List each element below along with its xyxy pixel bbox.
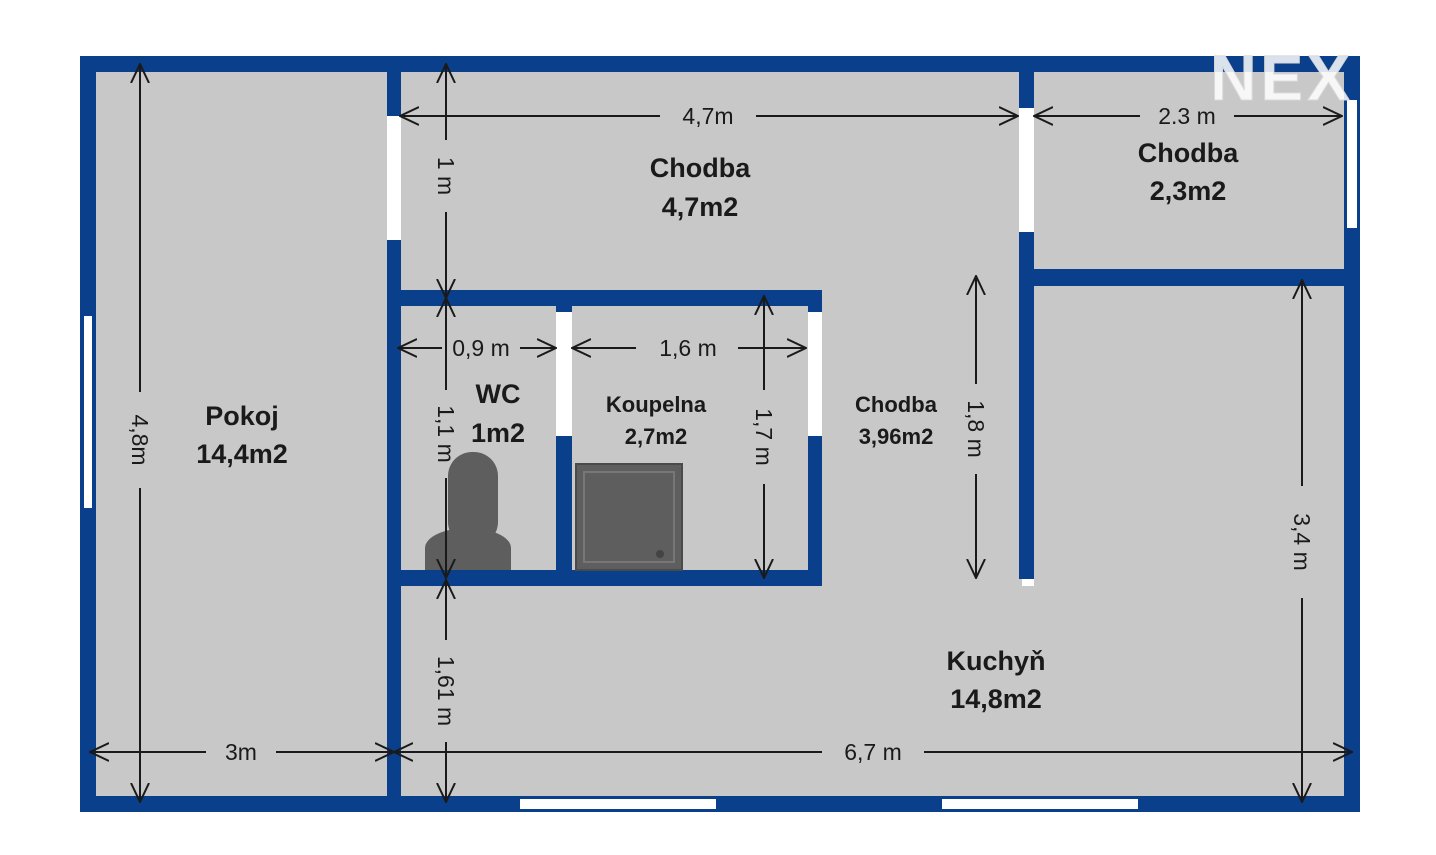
door-wc [556,312,572,436]
floors [96,72,1344,796]
bathtub-icon [575,463,683,571]
dim-koupelna-height: 1,7 m [751,408,777,466]
room-area-chodba-top: 4,7m2 [662,192,739,222]
wall-right [1344,56,1360,812]
room-area-chodba-middle: 3,96m2 [859,424,934,449]
room-area-chodba-small: 2,3m2 [1150,176,1227,206]
room-area-pokoj: 14,4m2 [196,439,288,469]
room-area-kuchyn: 14,8m2 [950,684,1042,714]
dim-chodba1-height: 1 m [433,157,459,195]
dimension-arrows [90,64,1352,802]
door-chodba-small-left [1019,108,1034,232]
wall-top [80,56,1360,72]
dimension-labels: 4,8m 3m 4,7m 1 m 2.3 m 0,9 m 1,1 m 1,6 m… [127,103,1315,765]
wall-bathroom-bottom [401,570,822,586]
window-bottom-1 [520,799,716,809]
room-name-pokoj: Pokoj [205,401,279,431]
room-name-chodba-middle: Chodba [855,392,938,417]
room-area-koupelna: 2,7m2 [625,424,687,449]
floor-chodba-middle [822,290,1022,590]
floor-kuchyn-right [1034,286,1344,590]
dim-kuchyn-left-height: 1,61 m [433,656,459,726]
room-area-wc: 1m2 [471,418,525,448]
door-koupelna [808,312,822,436]
dim-wc-width: 0,9 m [452,335,510,361]
wall-pokoj-divider [387,72,401,796]
wall-bathroom-top [401,290,822,306]
room-name-chodba-top: Chodba [650,153,751,183]
window-bottom-2 [942,799,1138,809]
dim-pokoj-width: 3m [225,739,257,765]
dim-kuchyn-height: 3,4 m [1289,513,1315,571]
nex-logo: NEX [1210,42,1354,114]
window-left [84,316,92,508]
door-pokoj [387,116,401,240]
openings [84,100,1357,809]
dim-wc-height: 1,1 m [433,405,459,463]
dim-chodba1-width: 4,7m [682,103,733,129]
dim-pokoj-height: 4,8m [127,414,153,465]
room-labels: Pokoj 14,4m2 Chodba 4,7m2 Chodba 2,3m2 W… [196,138,1239,714]
floor-kuchyn [401,586,1344,796]
room-name-koupelna: Koupelna [606,392,707,417]
window-right [1347,100,1357,228]
dim-kuchyn-width: 6,7 m [844,739,902,765]
dim-koupelna-width: 1,6 m [659,335,717,361]
wall-bottom [80,796,1360,812]
room-name-chodba-small: Chodba [1138,138,1239,168]
dim-chodba3-height: 1,8 m [963,400,989,458]
wall-small-corridor-bottom [1034,269,1344,286]
room-name-wc: WC [476,379,521,409]
room-name-kuchyn: Kuchyň [946,646,1045,676]
floor-pokoj [96,72,387,796]
dim-chodba2-width: 2.3 m [1158,103,1216,129]
floor-chodba-small [1034,72,1344,269]
floor-chodba-top [401,72,1022,290]
